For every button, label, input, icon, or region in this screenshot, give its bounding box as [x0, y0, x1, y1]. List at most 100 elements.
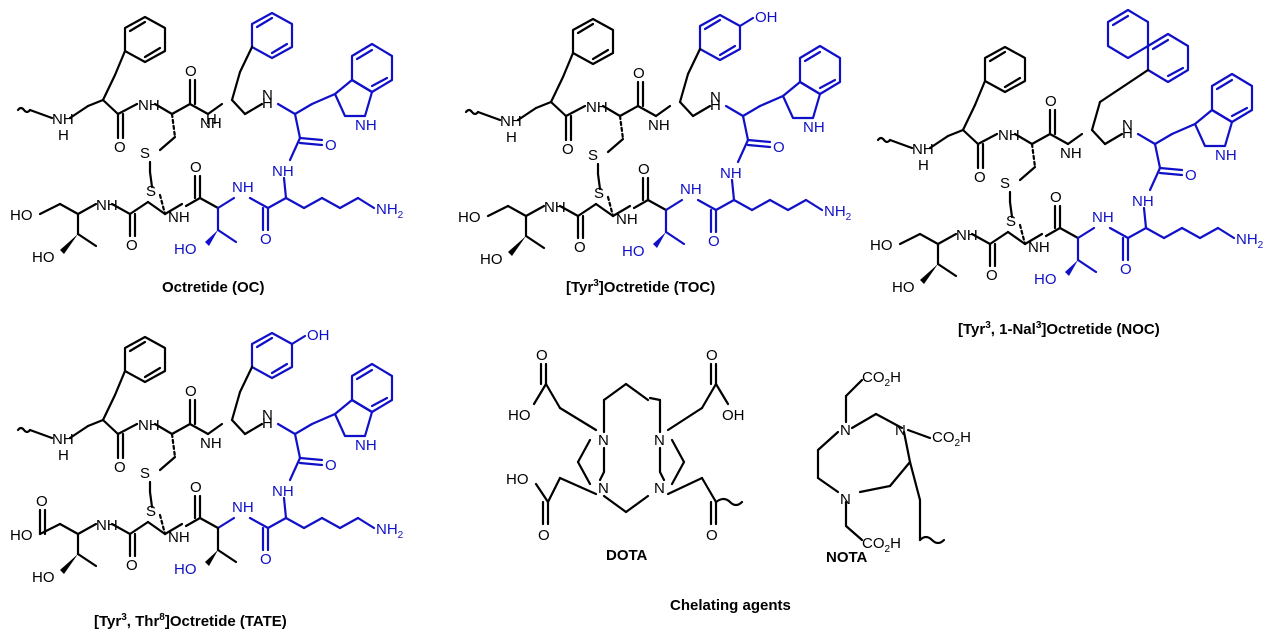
molecule-tate: OH NH H NH O O NH N H NH O NH NH2 O NH H…	[10, 327, 404, 630]
atom-nh: H	[262, 95, 273, 112]
atom-nh: NH	[648, 117, 670, 134]
atom-o: O	[708, 233, 720, 250]
atom-nh: NH	[232, 179, 254, 196]
atom-o: O	[638, 161, 650, 178]
atom-o: O	[325, 137, 337, 154]
atom-nh: NH	[168, 209, 190, 226]
atom-nh: NH	[355, 437, 377, 454]
atom-ho: HO	[870, 237, 893, 254]
atom-n: N	[654, 432, 665, 449]
atom-hn: NH	[272, 163, 294, 180]
caption-oc: Octretide (OC)	[162, 279, 265, 296]
atom-h: H	[58, 127, 69, 144]
caption-nota: NOTA	[826, 549, 868, 566]
atom-o: O	[562, 141, 574, 158]
atom-ho: HO	[174, 561, 197, 578]
caption-noc: [Tyr3, 1-Nal3]Octretide (NOC)	[958, 320, 1160, 338]
caption-tate: [Tyr3, Thr8]Octretide (TATE)	[94, 612, 287, 630]
atom-o: O	[325, 457, 337, 474]
atom-nh: NH	[544, 199, 566, 216]
section-label-chelating-agents: Chelating agents	[670, 597, 791, 614]
caption-dota: DOTA	[606, 547, 648, 564]
atom-ho: HO	[480, 251, 503, 268]
atom-nh: NH	[168, 529, 190, 546]
atom-co2h: CO2H	[862, 535, 901, 555]
atom-nh: H	[1122, 125, 1133, 142]
atom-s: S	[1000, 175, 1010, 192]
molecule-noc: NH H NH O O NH N H NH O NH NH2 O NH HO O…	[870, 8, 1264, 338]
atom-nh2: NH2	[376, 521, 404, 541]
atom-nh: NH	[138, 417, 160, 434]
atom-nh: NH	[616, 211, 638, 228]
atom-nh: NH	[232, 499, 254, 516]
atom-nh: NH	[96, 197, 118, 214]
atom-n: N	[895, 422, 906, 439]
atom-o: O	[190, 479, 202, 496]
atom-nh: NH	[96, 517, 118, 534]
atom-o: O	[1185, 167, 1197, 184]
atom-ho: HO	[10, 207, 33, 224]
molecule-oc: NH H NH O O H NH H N NH O NH NH2 O NH HO…	[10, 11, 404, 296]
atom-oh: OH	[755, 9, 778, 26]
atom-nh: NH	[200, 435, 222, 452]
atom-s: S	[588, 147, 598, 164]
atom-nh2: NH2	[376, 201, 404, 221]
atom-n: N	[840, 422, 851, 439]
atom-o: O	[536, 347, 548, 364]
atom-h: H	[506, 129, 517, 146]
atom-h: H	[918, 157, 929, 174]
atom-nh2: NH2	[824, 203, 852, 223]
molecule-toc: OH NH H NH O O NH N H NH O NH NH2 O NH H…	[458, 9, 852, 296]
atom-ho: HO	[32, 569, 55, 586]
atom-nh: N	[710, 89, 721, 106]
atom-o: O	[36, 493, 48, 510]
atom-ho: HO	[892, 279, 915, 296]
atom-n: N	[840, 491, 851, 508]
molecule-nota: N N N CO2H CO2H CO2H NOTA	[816, 369, 971, 566]
atom-o: O	[706, 347, 718, 364]
atom-s: S	[594, 185, 604, 202]
atom-nh: NH	[200, 115, 222, 132]
atom-o: O	[986, 267, 998, 284]
atom-o: O	[538, 527, 550, 544]
atom-o: O	[1120, 261, 1132, 278]
atom-n: N	[654, 480, 665, 497]
atom-s: S	[146, 183, 156, 200]
atom-oh: OH	[307, 327, 330, 344]
atom-nh: NH	[680, 181, 702, 198]
atom-ho: HO	[10, 527, 33, 544]
atom-s: S	[1006, 213, 1016, 230]
atom-o: O	[114, 139, 126, 156]
atom-h: H	[58, 447, 69, 464]
atom-nh: H	[710, 97, 721, 114]
atom-nh: NH	[586, 99, 608, 116]
atom-nh2: NH2	[1236, 231, 1264, 251]
atom-nh: NH	[1215, 147, 1237, 164]
atom-nh: N	[262, 407, 273, 424]
atom-hn: NH	[720, 165, 742, 182]
atom-ho: HO	[32, 249, 55, 266]
atom-o: O	[114, 459, 126, 476]
atom-nh: NH	[1060, 145, 1082, 162]
atom-o: O	[126, 237, 138, 254]
atom-o: O	[1045, 93, 1057, 110]
atom-nh: NH	[1028, 239, 1050, 256]
atom-o: O	[974, 169, 986, 186]
atom-ho: HO	[1034, 271, 1057, 288]
atom-co2h: CO2H	[932, 429, 971, 449]
atom-nh: NH	[912, 141, 934, 158]
atom-nh: H	[262, 415, 273, 432]
atom-co2h: CO2H	[862, 369, 901, 389]
atom-ho: HO	[458, 209, 481, 226]
atom-ho: HO	[174, 241, 197, 258]
atom-nh: N	[262, 87, 273, 104]
atom-nh: NH	[1092, 209, 1114, 226]
atom-nh: N	[1122, 117, 1133, 134]
atom-nh: NH	[52, 431, 74, 448]
atom-nh: NH	[956, 227, 978, 244]
atom-ho: HO	[506, 471, 529, 488]
atom-o: O	[633, 65, 645, 82]
caption-toc: [Tyr3]Octretide (TOC)	[566, 278, 715, 296]
atom-o: O	[574, 239, 586, 256]
